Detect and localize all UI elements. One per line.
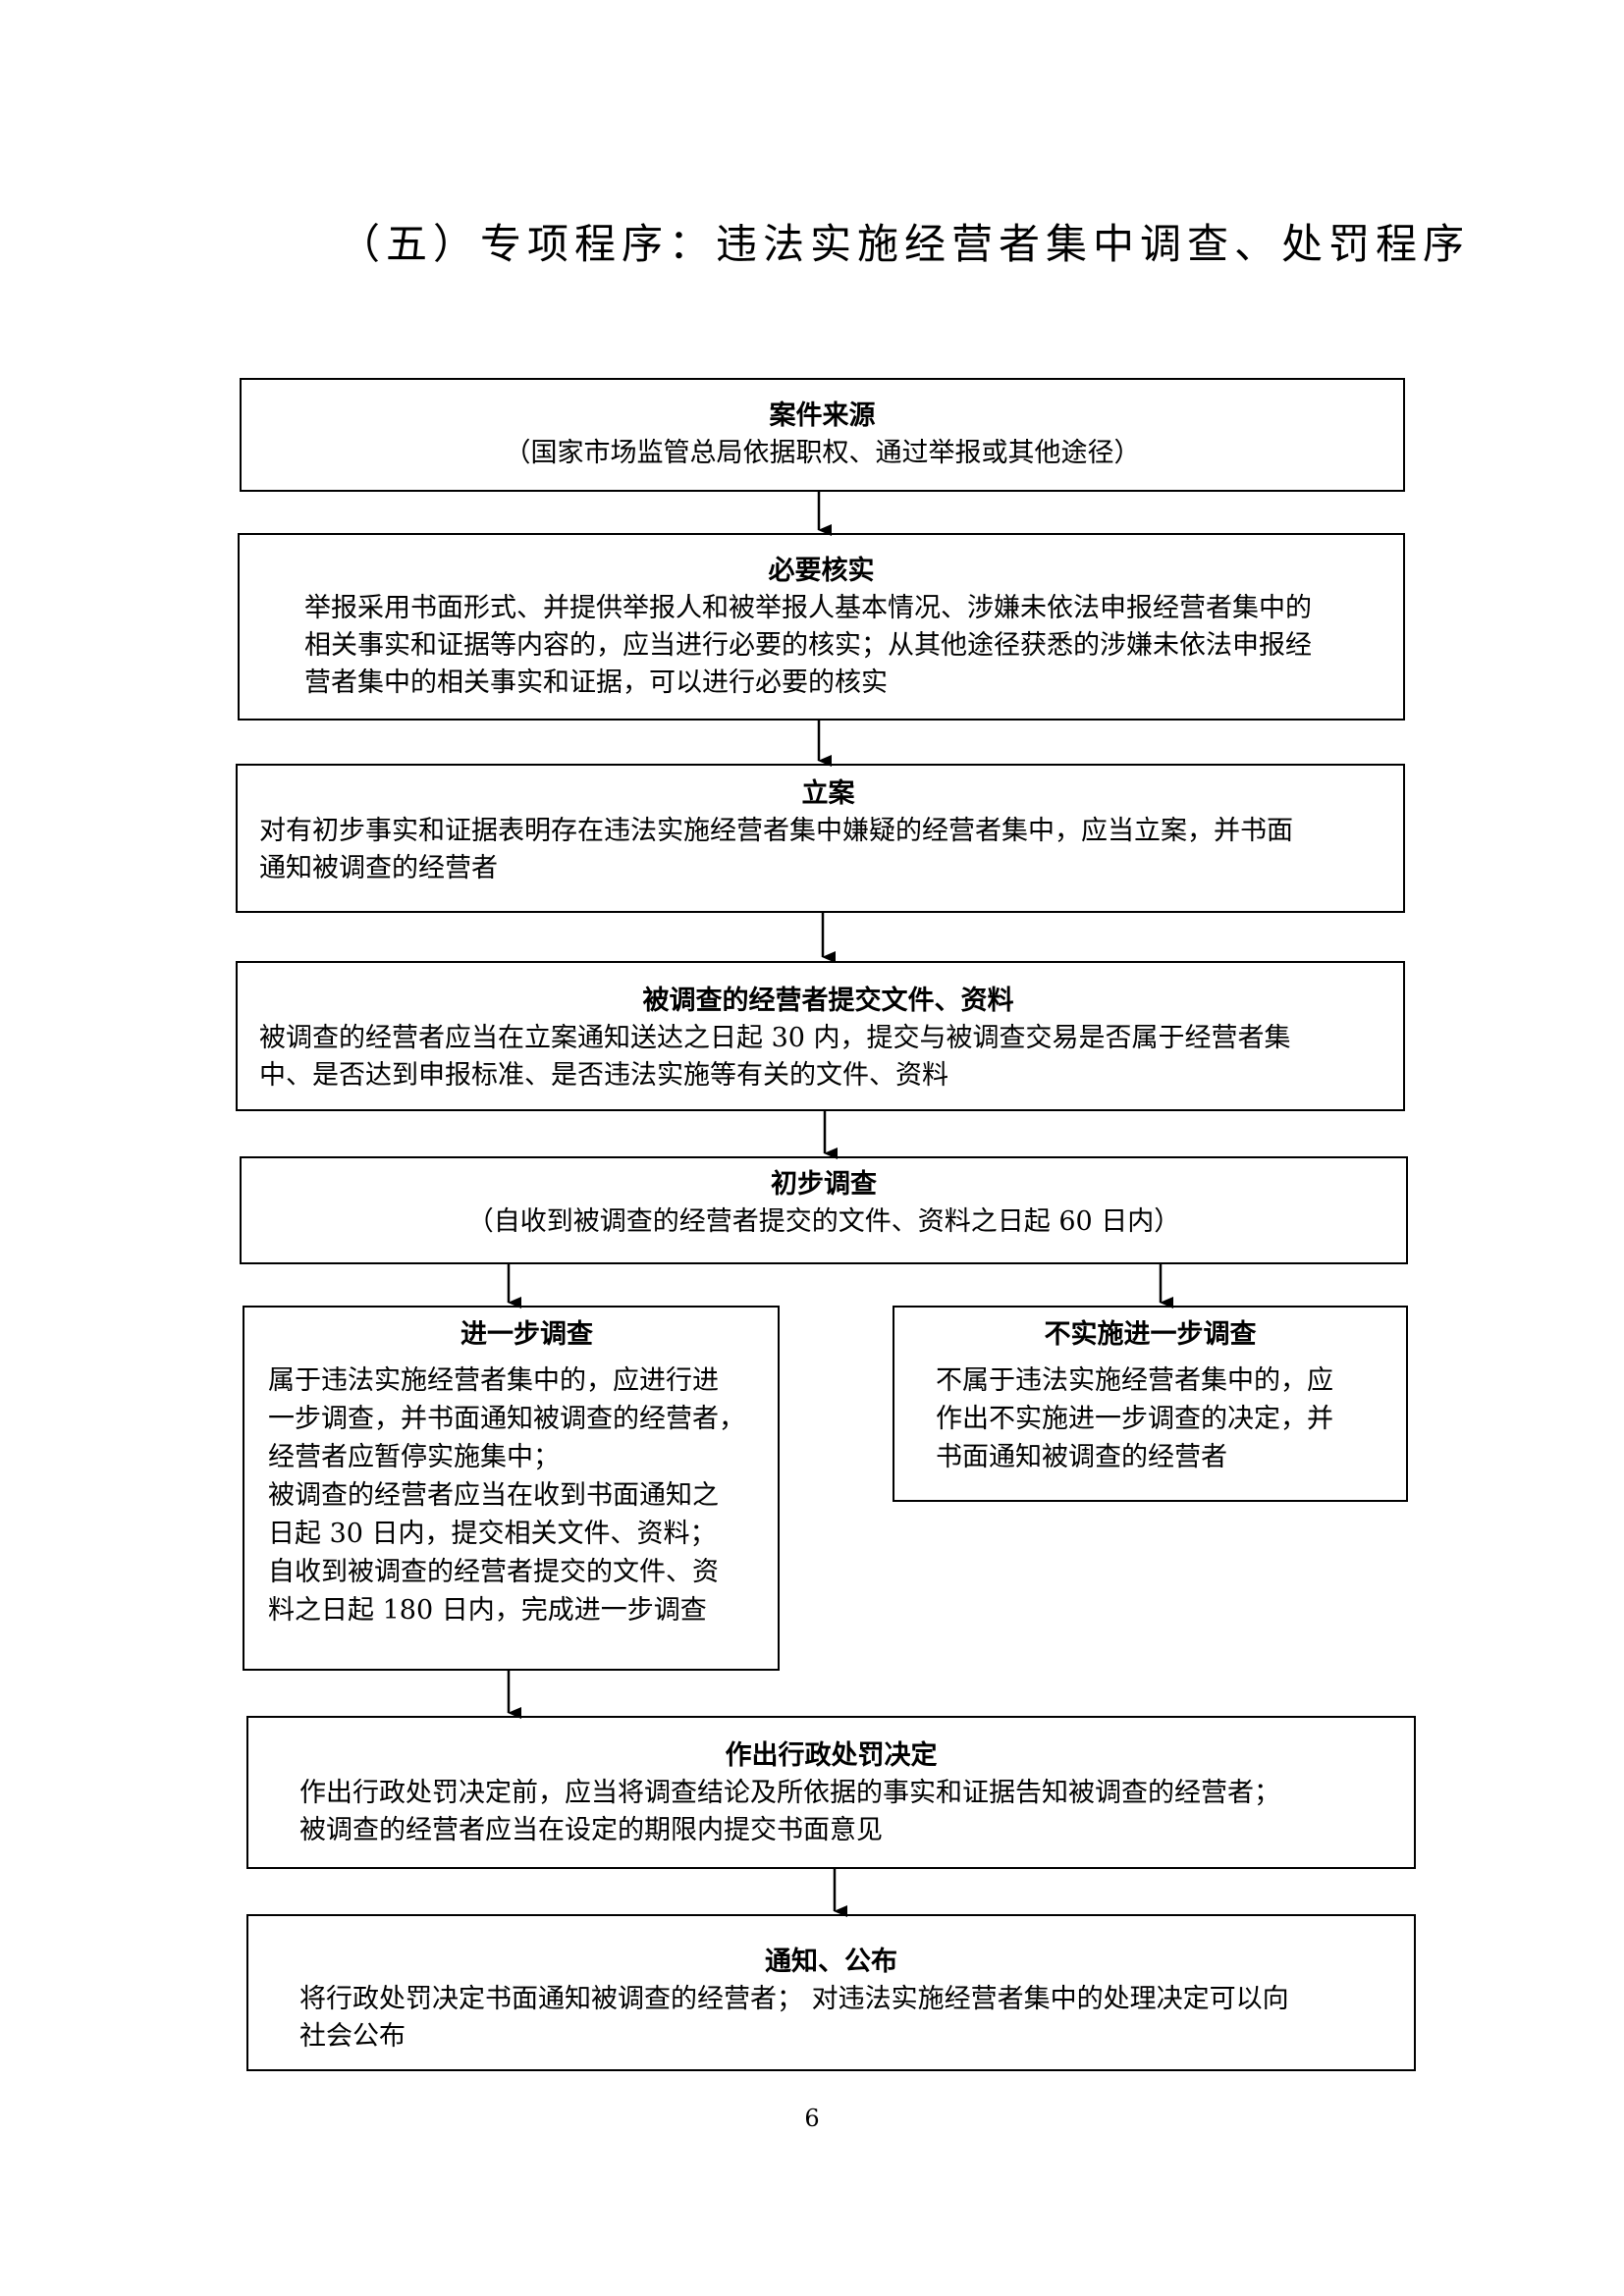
step-description: 被调查的经营者应当在立案通知送达之日起 30 内，提交与被调查交易是否属于经营者… — [259, 1023, 1291, 1091]
step-heading: 作出行政处罚决定 — [725, 1740, 938, 1771]
page-number: 6 — [804, 2105, 820, 2132]
step-description: 对有初步事实和证据表明存在违法实施经营者集中嫌疑的经营者集中，应当立案，并书面 … — [259, 816, 1293, 883]
step-heading: 案件来源 — [769, 400, 876, 431]
step-heading: 必要核实 — [768, 556, 875, 586]
step-heading: 通知、公布 — [765, 1947, 897, 1977]
page-title: （五）专项程序：违法实施经营者集中调查、处罚程序 — [339, 220, 1471, 268]
step-description: 将行政处罚决定书面通知被调查的经营者； 对违法实施经营者集中的处理决定可以向 社… — [299, 1984, 1289, 2052]
step-no-further-investigation: 不实施进一步调查 不属于违法实施经营者集中的，应 作出不实施进一步调查的决定，并… — [893, 1306, 1408, 1502]
step-description: 作出行政处罚决定前，应当将调查结论及所依据的事实和证据告知被调查的经营者； 被调… — [299, 1778, 1280, 1845]
step-necessary-verification: 必要核实 举报采用书面形式、并提供举报人和被举报人基本情况、涉嫌未依法申报经营者… — [238, 533, 1405, 721]
step-description: （国家市场监管总局依据职权、通过举报或其他途径） — [504, 438, 1141, 468]
step-heading: 初步调查 — [771, 1169, 877, 1200]
step-description: 举报采用书面形式、并提供举报人和被举报人基本情况、涉嫌未依法申报经营者集中的 相… — [304, 593, 1312, 698]
step-further-investigation: 进一步调查 属于违法实施经营者集中的，应进行进 一步调查，并书面通知被调查的经营… — [243, 1306, 780, 1671]
step-heading: 立案 — [801, 778, 855, 809]
step-description: 属于违法实施经营者集中的，应进行进 一步调查，并书面通知被调查的经营者， 经营者… — [268, 1365, 745, 1626]
step-notice-publication: 通知、公布 将行政处罚决定书面通知被调查的经营者； 对违法实施经营者集中的处理决… — [246, 1914, 1416, 2071]
step-description: （自收到被调查的经营者提交的文件、资料之日起 60 日内） — [466, 1206, 1181, 1237]
step-submit-documents: 被调查的经营者提交文件、资料 被调查的经营者应当在立案通知送达之日起 30 内，… — [236, 961, 1405, 1111]
step-heading: 进一步调查 — [460, 1319, 593, 1350]
step-heading: 不实施进一步调查 — [1044, 1319, 1257, 1350]
step-case-source: 案件来源 （国家市场监管总局依据职权、通过举报或其他途径） — [240, 378, 1405, 492]
step-penalty-decision: 作出行政处罚决定 作出行政处罚决定前，应当将调查结论及所依据的事实和证据告知被调… — [246, 1716, 1416, 1869]
step-case-filing: 立案 对有初步事实和证据表明存在违法实施经营者集中嫌疑的经营者集中，应当立案，并… — [236, 764, 1405, 913]
step-initial-investigation: 初步调查 （自收到被调查的经营者提交的文件、资料之日起 60 日内） — [240, 1156, 1408, 1264]
step-heading: 被调查的经营者提交文件、资料 — [642, 986, 1014, 1016]
step-description: 不属于违法实施经营者集中的，应 作出不实施进一步调查的决定，并 书面通知被调查的… — [936, 1365, 1333, 1472]
